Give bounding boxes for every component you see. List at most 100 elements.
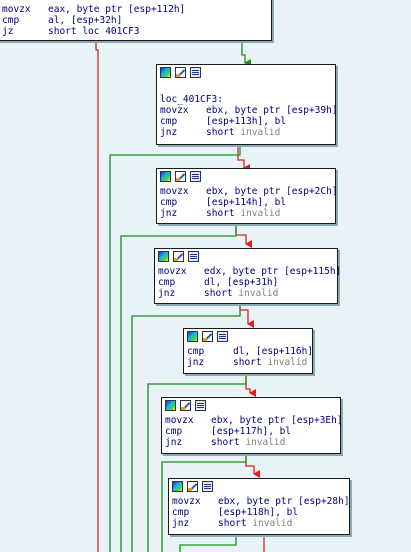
asm-line: movzx edx, byte ptr [esp+115h]: [155, 266, 341, 277]
jump-target[interactable]: invalid: [240, 127, 281, 138]
graph-view-icon[interactable]: [172, 481, 183, 492]
operands: [esp+117h], bl: [211, 426, 292, 437]
edit-icon[interactable]: [202, 331, 213, 342]
graph-view-icon[interactable]: [158, 251, 169, 262]
operands: eax, byte ptr [esp+112h]: [48, 4, 186, 15]
asm-line: cmp dl, [esp+116h]: [184, 346, 314, 357]
asm-line: cmp [esp+113h], bl: [157, 116, 335, 127]
asm-line: cmp dl, [esp+31h]: [155, 277, 337, 288]
operands: short: [206, 127, 241, 138]
opcode: jnz: [160, 208, 178, 219]
opcode: jnz: [172, 518, 190, 529]
edge-green-block2: [120, 224, 237, 552]
operands: [esp+118h], bl: [218, 507, 299, 518]
opcode: cmp: [160, 197, 178, 208]
operands: [esp+114h], bl: [206, 197, 287, 208]
asm-line: cmp al, [esp+32h]: [0, 15, 271, 26]
jump-target[interactable]: invalid: [252, 518, 293, 529]
asm-line: jz short loc 401CF3: [0, 26, 271, 37]
asm-line: movzx eax, byte ptr [esp+112h]: [0, 4, 271, 15]
opcode: cmp: [158, 277, 176, 288]
operands: [esp+113h], bl: [206, 116, 287, 127]
block-header: [169, 479, 349, 496]
graph-view-icon[interactable]: [165, 400, 176, 411]
code-block-loc-401cf3[interactable]: loc_401CF3: movzx ebx, byte ptr [esp+39h]…: [156, 64, 338, 145]
opcode: jnz: [160, 127, 178, 138]
asm-line: jnz short invalid: [157, 127, 335, 138]
operands: short: [218, 518, 253, 529]
opcode: cmp: [187, 346, 205, 357]
code-block-6[interactable]: movzx ebx, byte ptr [esp+28h] cmp [esp+118…: [168, 478, 350, 535]
jump-target[interactable]: invalid: [267, 357, 308, 368]
block-header: [184, 329, 312, 346]
graph-view-icon[interactable]: [160, 67, 171, 78]
operands: short: [206, 208, 241, 219]
graph-view-icon[interactable]: [160, 171, 171, 182]
operands: ebx, byte ptr [esp+3Eh]: [211, 415, 343, 426]
block-label: loc_401CF3:: [160, 94, 223, 105]
jump-target[interactable]: invalid: [245, 437, 286, 448]
edit-icon[interactable]: [175, 171, 186, 182]
operands: short: [233, 357, 268, 368]
rename-icon[interactable]: [195, 400, 206, 411]
code-block-4[interactable]: cmp dl, [esp+116h] jnz short invalid: [183, 328, 313, 374]
opcode: cmp: [2, 15, 20, 26]
block-header: [155, 249, 337, 266]
jump-target[interactable]: invalid: [240, 208, 281, 219]
asm-line: jnz short invalid: [169, 518, 349, 529]
edit-icon[interactable]: [175, 67, 186, 78]
edge-red-block1: [237, 145, 250, 172]
rename-icon[interactable]: [217, 331, 228, 342]
edge-green-block6: [179, 535, 237, 552]
code-block-5[interactable]: movzx ebx, byte ptr [esp+3Eh] cmp[esp+117…: [161, 397, 343, 454]
jump-target[interactable]: invalid: [238, 288, 279, 299]
opcode: movzx: [158, 266, 187, 277]
edge-red-block3: [239, 304, 254, 328]
operands: edx, byte ptr [esp+115h]: [204, 266, 342, 277]
edge-green-block4: [147, 374, 247, 552]
operands: dl, [esp+31h]: [204, 277, 279, 288]
opcode: jz: [2, 26, 14, 37]
edge-true-block0: [241, 41, 251, 67]
opcode: cmp: [160, 116, 178, 127]
block-header: [157, 169, 335, 186]
operands: short: [204, 288, 239, 299]
edge-green-block5: [161, 454, 247, 552]
asm-line: movzx ebx, byte ptr [esp+39h]: [157, 105, 338, 116]
asm-line: jnz short invalid: [157, 208, 335, 219]
edit-icon[interactable]: [187, 481, 198, 492]
asm-line: jnz short invalid: [184, 357, 312, 368]
operands: short loc 401CF3: [48, 26, 140, 37]
opcode: movzx: [160, 186, 189, 197]
code-block-3[interactable]: movzx edx, byte ptr [esp+115h] cmp dl, [es…: [154, 248, 341, 304]
opcode: movzx: [2, 4, 31, 15]
asm-line: movzx ebx, byte ptr [esp+28h]: [169, 496, 350, 507]
rename-icon[interactable]: [190, 67, 201, 78]
operands: ebx, byte ptr [esp+39h]: [206, 105, 338, 116]
opcode: movzx: [172, 496, 201, 507]
opcode: movzx: [165, 415, 194, 426]
edge-green-block3: [131, 304, 241, 552]
opcode: cmp: [172, 507, 190, 518]
opcode: movzx: [160, 105, 189, 116]
rename-icon[interactable]: [188, 251, 199, 262]
asm-line: movzx ebx, byte ptr [esp+3Eh]: [162, 415, 343, 426]
code-block-0[interactable]: movzx eax, byte ptr [esp+112h] cmp al, [es…: [0, 0, 272, 41]
rename-icon[interactable]: [202, 481, 213, 492]
rename-icon[interactable]: [190, 171, 201, 182]
edge-red-block5: [245, 454, 260, 478]
edit-icon[interactable]: [173, 251, 184, 262]
operands: ebx, byte ptr [esp+28h]: [218, 496, 350, 507]
operands: al, [esp+32h]: [48, 15, 123, 26]
asm-line: cmp[esp+117h], bl: [162, 426, 340, 437]
operands: dl, [esp+116h]: [233, 346, 314, 357]
graph-view-icon[interactable]: [187, 331, 198, 342]
opcode: jnz: [187, 357, 205, 368]
asm-line: cmp [esp+114h], bl: [157, 197, 335, 208]
edit-icon[interactable]: [180, 400, 191, 411]
